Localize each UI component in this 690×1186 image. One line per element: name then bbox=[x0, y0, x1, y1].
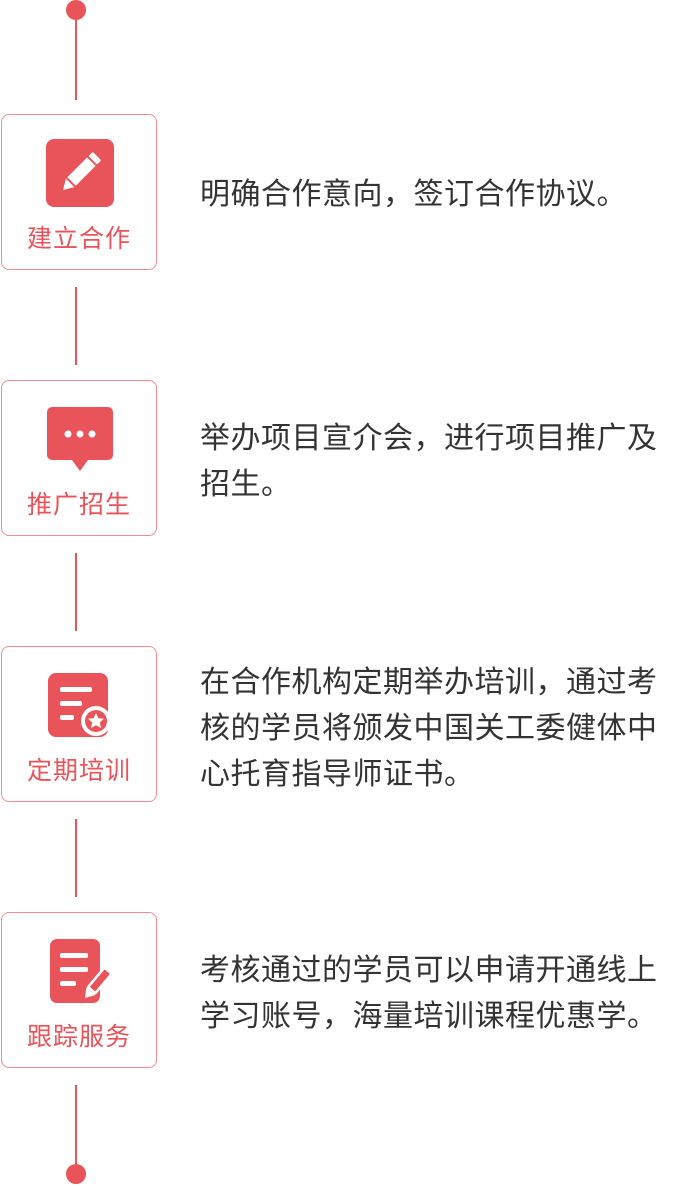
timeline-connector bbox=[75, 1085, 77, 1167]
timeline-connector bbox=[75, 553, 77, 631]
step-card-promotion: 推广招生 bbox=[1, 380, 157, 536]
timeline-connector bbox=[75, 819, 77, 897]
step-card-training: 定期培训 bbox=[1, 646, 157, 802]
step-label: 推广招生 bbox=[26, 490, 131, 519]
timeline-start-dot bbox=[66, 0, 86, 20]
step-label: 定期培训 bbox=[26, 756, 131, 785]
timeline-connector bbox=[75, 287, 77, 365]
timeline-connector bbox=[75, 18, 77, 100]
step-description: 在合作机构定期举办培训，通过考核的学员将颁发中国关工委健体中心托育指导师证书。 bbox=[200, 665, 658, 792]
certificate-icon bbox=[46, 671, 114, 739]
step-description: 明确合作意向，签订合作协议。 bbox=[200, 177, 627, 212]
timeline-end-dot bbox=[66, 1164, 86, 1184]
pencil-icon bbox=[46, 139, 114, 207]
step-description: 举办项目宣介会，进行项目推广及招生。 bbox=[200, 421, 658, 502]
step-card-followup: 跟踪服务 bbox=[1, 912, 157, 1068]
step-label: 跟踪服务 bbox=[26, 1022, 131, 1051]
step-card-cooperation: 建立合作 bbox=[1, 114, 157, 270]
chat-bubble-icon bbox=[46, 405, 114, 473]
step-description: 考核通过的学员可以申请开通线上学习账号，海量培训课程优惠学。 bbox=[200, 953, 658, 1034]
step-label: 建立合作 bbox=[26, 224, 131, 253]
document-edit-icon bbox=[46, 937, 114, 1005]
